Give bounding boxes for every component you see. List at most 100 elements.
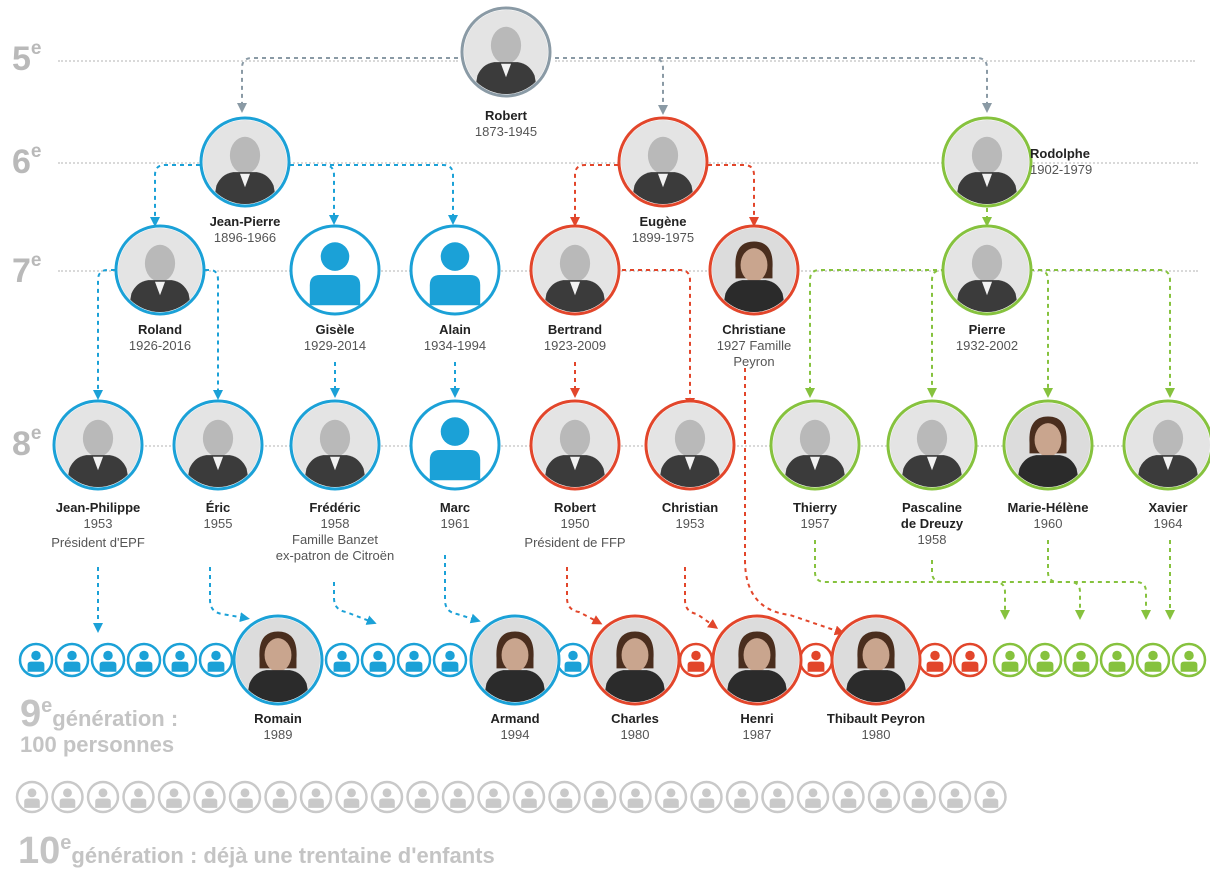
generation-10-icon-row	[15, 780, 1007, 814]
label-armand: Armand 1994	[440, 711, 590, 743]
label-marie-helene: Marie-Hélène 1960	[973, 500, 1123, 532]
small-person-icon	[228, 780, 262, 814]
person-name: Jean-Pierre	[209, 214, 281, 229]
small-person-icon	[90, 642, 126, 678]
person-dates: 1899-1975	[631, 230, 695, 245]
small-person-icon	[1135, 642, 1171, 678]
small-person-icon	[555, 642, 591, 678]
generation-suffix: e	[30, 423, 42, 444]
label-eric: Éric 1955	[143, 500, 293, 532]
portrait-thibault	[830, 614, 922, 706]
person-dates: 1958	[917, 532, 947, 547]
person-name: Gisèle	[315, 322, 355, 337]
person-dates: 1923-2009	[543, 338, 607, 353]
generation-suffix: e	[30, 38, 42, 59]
label-marc: Marc 1961	[380, 500, 530, 532]
person-name-line-2: de Dreuzy	[900, 516, 964, 531]
portrait-christiane	[708, 224, 800, 316]
label-romain: Romain 1989	[203, 711, 353, 743]
small-person-icon	[396, 642, 432, 678]
small-person-icon	[583, 780, 617, 814]
label-charles: Charles 1980	[560, 711, 710, 743]
small-person-icon	[974, 780, 1007, 814]
person-name: Eugène	[639, 214, 687, 229]
label-henri: Henri 1987	[682, 711, 832, 743]
small-person-icon	[512, 780, 546, 814]
label-alain: Alain 1934-1994	[380, 322, 530, 354]
portrait-marc	[409, 399, 501, 491]
generation-9-icon-row	[18, 642, 1207, 678]
person-dates: 1932-2002	[955, 338, 1019, 353]
person-name: Thibault Peyron	[826, 711, 926, 726]
label-christian: Christian 1953	[615, 500, 765, 532]
person-name: Armand	[490, 711, 540, 726]
small-person-icon	[867, 780, 901, 814]
person-name: Rodolphe	[1030, 146, 1090, 161]
person-dates: 1953	[675, 516, 705, 531]
small-person-icon	[126, 642, 162, 678]
portrait-eric	[172, 399, 264, 491]
generation-number: 6	[12, 143, 31, 181]
portrait-rodolphe	[941, 116, 1033, 208]
portrait-alain	[409, 224, 501, 316]
person-dates: 1926-2016	[128, 338, 192, 353]
small-person-icon	[1063, 642, 1099, 678]
label-bertrand: Bertrand 1923-2009	[500, 322, 650, 354]
small-person-icon	[992, 642, 1028, 678]
small-person-icon	[761, 780, 794, 814]
portrait-jean-philippe	[52, 399, 144, 491]
small-person-icon	[51, 780, 84, 814]
label-robert-jr: Robert 1950 Président de FFP	[500, 500, 650, 551]
portrait-pascaline	[886, 399, 978, 491]
red-branch-connectors	[566, 164, 845, 636]
person-name: Charles	[611, 711, 659, 726]
small-person-icon	[18, 642, 54, 678]
generation-suffix: e	[41, 695, 53, 717]
portrait-frederic	[289, 399, 381, 491]
label-thibault: Thibault Peyron 1980	[801, 711, 951, 743]
label-gisele: Gisèle 1929-2014	[260, 322, 410, 354]
label-rodolphe: Rodolphe 1902-1979	[1030, 146, 1140, 178]
blue-branch-connectors	[93, 164, 481, 633]
generation-9-caption: 9egénération : 100 personnes	[20, 693, 178, 758]
small-person-icon	[725, 780, 759, 814]
person-dates: 1929-2014	[303, 338, 367, 353]
person-dates: 1950	[560, 516, 590, 531]
person-dates: 1958	[320, 516, 350, 531]
portrait-thierry	[769, 399, 861, 491]
label-xavier: Xavier 1964	[1093, 500, 1210, 532]
label-thierry: Thierry 1957	[740, 500, 890, 532]
person-dates: 1873-1945	[474, 124, 538, 139]
person-dates: 1980	[861, 727, 891, 742]
small-person-icon	[654, 780, 688, 814]
generation-number: 9	[20, 693, 42, 735]
small-person-icon	[1099, 642, 1135, 678]
generation-5-label: 5e	[12, 38, 42, 79]
small-person-icon	[432, 642, 468, 678]
person-name: Christiane	[722, 322, 786, 337]
small-person-icon	[690, 780, 723, 814]
small-person-icon	[15, 780, 49, 814]
person-name: Marc	[439, 500, 471, 515]
small-person-icon	[798, 642, 834, 678]
label-pascaline: Pascaline de Dreuzy 1958	[857, 500, 1007, 548]
portrait-jean-pierre	[199, 116, 291, 208]
person-name: Christian	[661, 500, 719, 515]
small-person-icon	[54, 642, 90, 678]
small-person-icon	[157, 780, 191, 814]
person-dates: 1989	[263, 727, 293, 742]
person-name: Robert	[485, 108, 527, 123]
person-dates: 1964	[1153, 516, 1183, 531]
portrait-christian	[644, 399, 736, 491]
generation-number: 10	[18, 830, 61, 870]
portrait-marie-helene	[1002, 399, 1094, 491]
portrait-eugene	[617, 116, 709, 208]
portrait-xavier	[1122, 399, 1210, 491]
label-eugene: Eugène 1899-1975	[588, 214, 738, 246]
small-person-icon	[86, 780, 120, 814]
generation-8-rule	[58, 445, 1198, 447]
person-dates: 1953	[83, 516, 113, 531]
small-person-icon	[619, 780, 652, 814]
portrait-henri	[711, 614, 803, 706]
small-person-icon	[678, 642, 714, 678]
